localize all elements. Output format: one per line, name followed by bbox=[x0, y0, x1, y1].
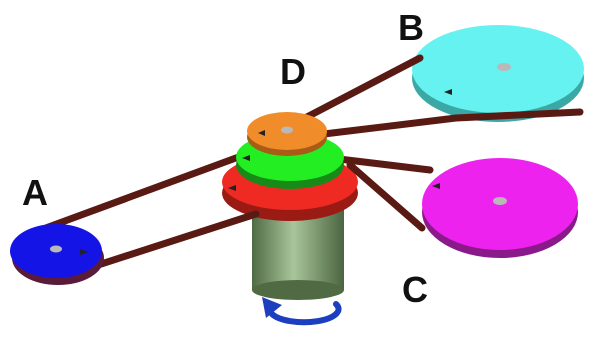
pulley-b bbox=[412, 25, 584, 122]
belt-d-b-lower bbox=[320, 108, 584, 138]
label-d: D bbox=[280, 51, 306, 92]
pulley-a bbox=[10, 224, 104, 285]
label-b: B bbox=[398, 7, 424, 48]
rotation-arrow-icon bbox=[262, 297, 342, 326]
label-a: A bbox=[22, 172, 48, 213]
pulley-d-top bbox=[247, 112, 327, 156]
pulley-c bbox=[422, 158, 578, 258]
label-c: C bbox=[402, 269, 428, 310]
belt-d-c-lower bbox=[346, 161, 426, 232]
belt-a-d-upper bbox=[20, 151, 248, 240]
